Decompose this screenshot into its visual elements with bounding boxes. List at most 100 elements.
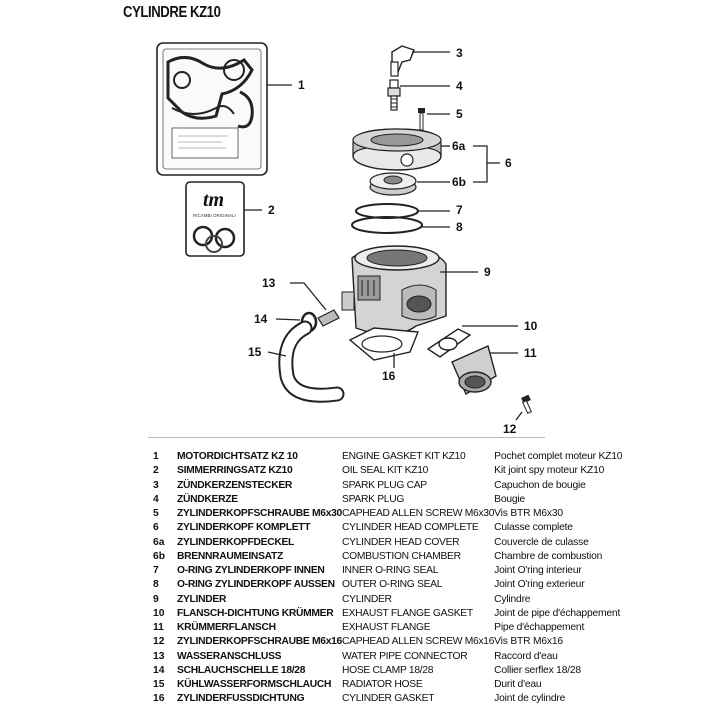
part-number: 13 (153, 650, 165, 662)
part-name-de: BRENNRAUMEINSATZ (177, 550, 283, 562)
callout-16: 16 (382, 369, 396, 383)
callout-6: 6 (505, 156, 512, 170)
parts-row: 4 ZÜNDKERZE SPARK PLUG Bougie (150, 493, 634, 507)
part-number: 15 (153, 679, 165, 690)
part-name-de: WASSERANSCHLUSS (177, 650, 282, 662)
part-name-fr: Raccord d'eau (494, 650, 558, 662)
spark-plug-illustration (387, 79, 401, 111)
part-number: 10 (153, 607, 165, 619)
callout-15: 15 (248, 345, 262, 359)
cylinder-gasket-illustration (348, 327, 419, 361)
callout-8: 8 (456, 220, 463, 234)
spark-plug-cap-illustration (390, 45, 415, 77)
part-number: 4 (153, 493, 159, 505)
part-name-fr: Cylindre (494, 593, 531, 605)
part-name-fr: Durit d'eau (494, 679, 542, 690)
part-name-de: ZÜNDKERZENSTECKER (177, 479, 293, 491)
callout-9: 9 (484, 265, 491, 279)
part-name-en: CAPHEAD ALLEN SCREW M6x30 (342, 508, 495, 519)
part-name-fr: Collier serflex 18/28 (494, 664, 581, 676)
page-title: CYLINDRE KZ10 (123, 4, 221, 21)
part-name-de: ZYLINDERKOPF KOMPLETT (177, 522, 311, 534)
part-name-de: KRÜMMERFLANSCH (177, 622, 276, 633)
part-name-en: RADIATOR HOSE (342, 679, 423, 690)
part-name-en: EXHAUST FLANGE GASKET (342, 607, 473, 619)
parts-row: 10 FLANSCH-DICHTUNG KRÜMMER EXHAUST FLANGE… (150, 607, 634, 621)
separator-line (148, 437, 545, 438)
part-name-fr: Couvercle de culasse (494, 536, 589, 548)
part-name-de: ZYLINDERKOPFSCHRAUBE M6x30 (177, 508, 342, 519)
part-number: 8 (153, 579, 159, 591)
part-name-de: ZÜNDKERZE (177, 493, 238, 505)
callout-5: 5 (456, 107, 463, 121)
outer-o-ring-illustration (351, 216, 423, 234)
flange-screw-illustration (521, 394, 533, 414)
part-name-en: OUTER O-RING SEAL (342, 579, 443, 591)
part-name-fr: Capuchon de bougie (494, 479, 586, 491)
callout-4: 4 (456, 79, 463, 93)
logo-text: tm (203, 189, 224, 211)
cylinder-head-cover-illustration (352, 128, 442, 171)
part-name-en: CYLINDER (342, 593, 392, 605)
callout-14: 14 (254, 312, 268, 326)
callout-7: 7 (456, 203, 463, 217)
combustion-chamber-illustration (369, 172, 417, 196)
part-name-fr: Vis BTR M6x16 (494, 636, 563, 648)
part-name-de: ZYLINDERKOPFDECKEL (177, 536, 295, 548)
exhaust-flange-gasket-illustration (426, 328, 472, 358)
callout-11: 11 (524, 346, 537, 360)
callout-6a: 6a (452, 139, 466, 153)
part-name-de: O-RING ZYLINDERKOPF INNEN (177, 565, 325, 576)
part-name-fr: Pochet complet moteur KZ10 (494, 451, 623, 462)
part-number: 5 (153, 508, 159, 519)
part-number: 6a (153, 536, 165, 548)
part-name-en: CYLINDER HEAD COVER (342, 536, 460, 548)
part-name-fr: Joint O'ring exterieur (494, 579, 585, 591)
part-name-fr: Pipe d'échappement (494, 622, 585, 633)
oil-seal-kit-illustration: tm RICAMBI ORIGINALI (185, 181, 245, 257)
exhaust-flange-illustration (451, 345, 497, 396)
callout-1: 1 (298, 78, 305, 92)
part-name-en: COMBUSTION CHAMBER (342, 550, 461, 562)
part-name-fr: Culasse complete (494, 522, 573, 534)
part-name-de: ZYLINDERFUSSDICHTUNG (177, 693, 305, 705)
part-name-en: CYLINDER GASKET (342, 693, 435, 705)
part-number: 14 (153, 664, 165, 676)
callout-6b: 6b (452, 175, 466, 189)
part-name-fr: Vis BTR M6x30 (494, 508, 563, 519)
part-name-de: SIMMERRINGSATZ KZ10 (177, 465, 293, 477)
part-number: 7 (153, 565, 159, 576)
part-name-de: MOTORDICHTSATZ KZ 10 (177, 451, 298, 462)
part-name-de: SCHLAUCHSCHELLE 18/28 (177, 664, 306, 676)
exploded-diagram: 1 tm RICAMBI ORIGINALI 2 3 4 5 6 (156, 42, 538, 436)
callout-10: 10 (524, 319, 538, 333)
part-number: 2 (153, 465, 159, 477)
part-number: 12 (153, 636, 165, 648)
callout-3: 3 (456, 46, 463, 60)
part-name-de: FLANSCH-DICHTUNG KRÜMMER (177, 607, 334, 619)
callout-2: 2 (268, 203, 275, 217)
part-number: 16 (153, 693, 165, 705)
parts-row: 6a ZYLINDERKOPFDECKEL CYLINDER HEAD COVER C… (150, 536, 634, 550)
part-name-fr: Bougie (494, 493, 526, 505)
callout-12: 12 (503, 422, 517, 436)
part-name-en: SPARK PLUG (342, 493, 405, 505)
part-name-en: OIL SEAL KIT KZ10 (342, 465, 429, 477)
part-number: 3 (153, 479, 159, 491)
part-name-de: ZYLINDER (177, 593, 227, 605)
part-name-en: EXHAUST FLANGE (342, 622, 431, 633)
head-screw-illustration (418, 108, 425, 131)
part-name-en: CYLINDER HEAD COMPLETE (342, 522, 479, 534)
